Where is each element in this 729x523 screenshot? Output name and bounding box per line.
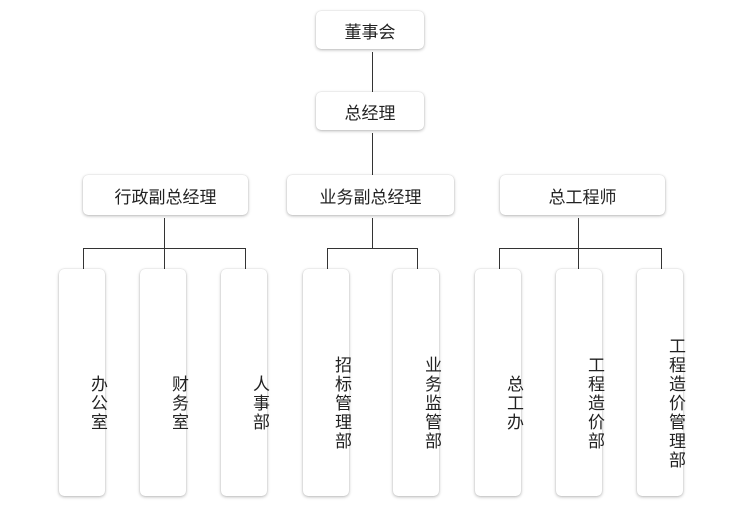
dept-business-supervision-box: 业务监管部 bbox=[393, 269, 441, 496]
dept-finance-label: 财务室 bbox=[168, 375, 188, 432]
dept-chief-eng-office-box: 总工办 bbox=[475, 269, 523, 496]
business-deputy-box: 业务副总经理 bbox=[287, 175, 454, 215]
board-label: 董事会 bbox=[344, 22, 396, 43]
gm-label: 总经理 bbox=[344, 103, 396, 124]
business-deputy-label: 业务副总经理 bbox=[319, 187, 422, 208]
dept-tender-mgmt-box: 招标管理部 bbox=[303, 269, 351, 496]
dept-chief-eng-office-label: 总工办 bbox=[503, 375, 523, 432]
dept-tender-mgmt-label: 招标管理部 bbox=[331, 356, 351, 451]
dept-hr-label: 人事部 bbox=[249, 375, 269, 432]
connector-engineer-depts bbox=[499, 248, 662, 269]
connector-business-depts bbox=[327, 248, 418, 269]
dept-office-label: 办公室 bbox=[87, 375, 107, 432]
board-box: 董事会 bbox=[316, 11, 424, 49]
gm-box: 总经理 bbox=[316, 92, 424, 130]
chief-engineer-box: 总工程师 bbox=[500, 175, 665, 215]
dept-cost-mgmt-box: 工程造价管理部 bbox=[637, 269, 685, 496]
dept-business-supervision-label: 业务监管部 bbox=[421, 356, 441, 451]
dept-cost-label: 工程造价部 bbox=[584, 356, 604, 451]
dept-cost-box: 工程造价部 bbox=[556, 269, 604, 496]
chief-engineer-label: 总工程师 bbox=[548, 187, 617, 208]
admin-deputy-label: 行政副总经理 bbox=[114, 187, 217, 208]
admin-deputy-box: 行政副总经理 bbox=[83, 175, 248, 215]
dept-office-box: 办公室 bbox=[59, 269, 107, 496]
dept-cost-mgmt-label: 工程造价管理部 bbox=[665, 337, 685, 470]
dept-finance-box: 财务室 bbox=[140, 269, 188, 496]
dept-hr-box: 人事部 bbox=[221, 269, 269, 496]
